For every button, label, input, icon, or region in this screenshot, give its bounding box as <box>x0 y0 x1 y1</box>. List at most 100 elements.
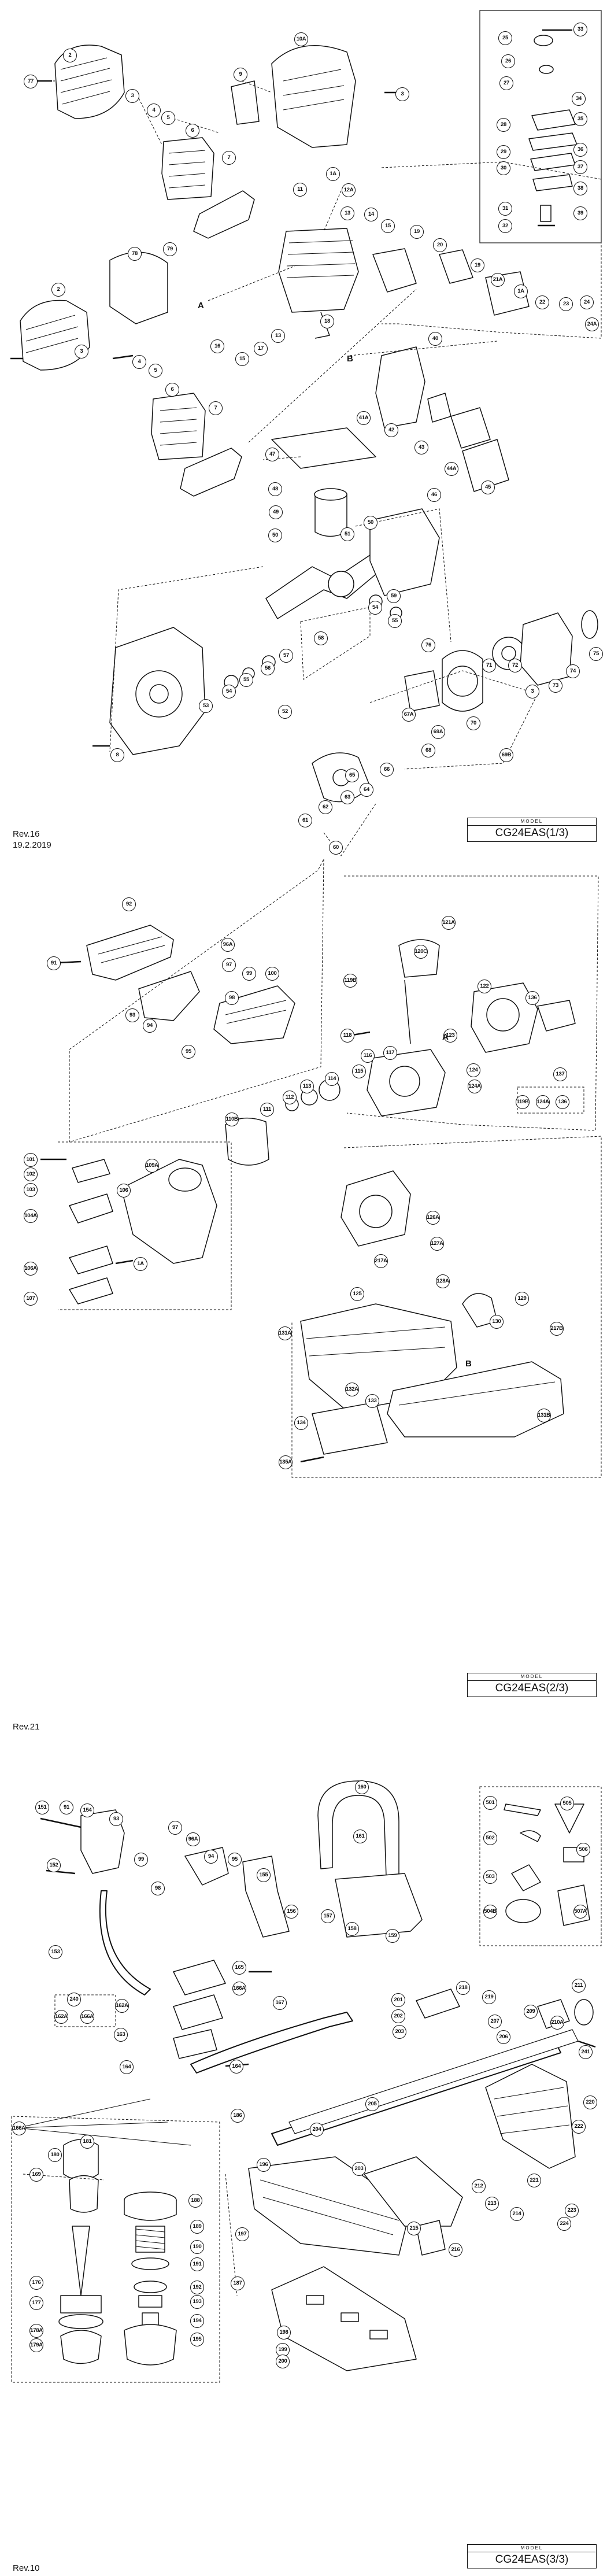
part-callout: 11 <box>293 183 307 197</box>
part-callout: 40 <box>428 332 442 346</box>
part-callout: 122 <box>478 980 491 993</box>
part-callout: 27 <box>499 76 513 90</box>
part-callout: 79 <box>163 242 177 256</box>
part-callout: 4 <box>147 104 161 117</box>
part-callout: 218 <box>456 1981 470 1995</box>
part-callout: 14 <box>364 208 378 221</box>
part-callout: 23 <box>559 297 573 311</box>
part-callout: 161 <box>353 1830 367 1843</box>
part-callout: 98 <box>225 991 239 1005</box>
part-callout: 132A <box>345 1383 359 1396</box>
part-callout: 76 <box>421 638 435 652</box>
part-callout: 7 <box>222 151 236 165</box>
part-callout: 151 <box>35 1801 49 1814</box>
part-callout: 91 <box>47 956 61 970</box>
part-callout: 19 <box>410 225 424 239</box>
part-callout: 129 <box>515 1292 529 1306</box>
part-callout: 96A <box>186 1832 200 1846</box>
part-callout: 36 <box>573 143 587 157</box>
part-callout: 59 <box>387 589 401 603</box>
model-value: CG24EAS(2/3) <box>495 1682 569 1694</box>
part-callout: 506 <box>576 1843 590 1857</box>
part-callout: 204 <box>310 2123 324 2137</box>
part-callout: 34 <box>572 92 586 106</box>
part-callout: 1A <box>134 1257 147 1271</box>
part-callout: 155 <box>257 1868 271 1882</box>
part-callout: 43 <box>414 441 428 454</box>
model-box: MODEL CG24EAS(3/3) <box>467 2544 597 2568</box>
part-callout: 131B <box>537 1409 551 1422</box>
part-callout: 164 <box>120 2060 134 2074</box>
part-callout: 50 <box>364 516 377 530</box>
part-callout: 166A <box>80 2010 94 2024</box>
part-callout: 32 <box>498 219 512 233</box>
part-callout: 46 <box>427 488 441 502</box>
part-callout: 116 <box>361 1049 375 1063</box>
part-callout: 206 <box>497 2030 510 2044</box>
part-callout: 120C <box>414 945 428 959</box>
part-callout: 99 <box>242 967 256 981</box>
part-callout: 19 <box>471 258 484 272</box>
part-callout: 41A <box>357 411 371 425</box>
part-callout: 223 <box>565 2204 579 2217</box>
part-callout: 207 <box>488 2015 502 2028</box>
part-callout: 3 <box>125 89 139 103</box>
part-callout: 178A <box>29 2324 43 2338</box>
part-callout: 157 <box>321 1909 335 1923</box>
part-callout: 203 <box>352 2162 366 2176</box>
part-callout: 211 <box>572 1979 586 1993</box>
part-callout: 152 <box>47 1858 61 1872</box>
part-callout: 48 <box>268 482 282 496</box>
part-callout: 77 <box>24 75 38 88</box>
part-callout: 102 <box>24 1167 38 1181</box>
part-callout: 167 <box>273 1996 287 2010</box>
part-callout: 166A <box>12 2122 26 2135</box>
part-callout: 6 <box>165 383 179 397</box>
part-callout: 38 <box>573 182 587 195</box>
part-callout: 1A <box>514 284 528 298</box>
part-callout: 93 <box>109 1812 123 1826</box>
part-callout: 501 <box>483 1796 497 1810</box>
reference-letter: B <box>465 1359 472 1369</box>
part-callout: 16 <box>210 339 224 353</box>
part-callout: 24A <box>585 317 599 331</box>
part-callout: 95 <box>182 1045 195 1059</box>
part-callout: 187 <box>231 2276 245 2290</box>
part-callout: 126A <box>426 1211 440 1225</box>
part-callout: 92 <box>122 897 136 911</box>
part-callout: 62 <box>319 800 332 814</box>
part-callout: 69A <box>431 725 445 739</box>
part-callout: 153 <box>49 1945 62 1959</box>
part-callout: 44A <box>445 462 458 476</box>
part-callout: 13 <box>340 206 354 220</box>
part-callout: 200 <box>276 2355 290 2368</box>
part-callout: 93 <box>125 1008 139 1022</box>
part-callout: 164 <box>230 2060 243 2074</box>
part-callout: 2 <box>63 49 77 62</box>
part-callout: 71 <box>482 659 496 672</box>
part-callout: 75 <box>589 647 603 661</box>
part-callout: 217B <box>550 1322 564 1336</box>
part-callout: 39 <box>573 206 587 220</box>
exploded-diagram-engine <box>10 10 602 856</box>
part-callout: 52 <box>278 705 292 719</box>
part-callout: 131A <box>278 1326 292 1340</box>
part-callout: 240 <box>67 1993 81 2006</box>
part-callout: 45 <box>481 481 495 494</box>
part-callout: 8 <box>110 748 124 762</box>
part-callout: 195 <box>190 2333 204 2346</box>
part-callout: 125 <box>350 1287 364 1301</box>
part-callout: 17 <box>254 342 268 356</box>
part-callout: 504B <box>483 1905 497 1919</box>
part-callout: 111 <box>260 1103 274 1117</box>
model-value: CG24EAS(3/3) <box>495 2553 569 2566</box>
part-callout: 212 <box>472 2179 486 2193</box>
part-callout: 3 <box>75 345 88 359</box>
part-callout: 24 <box>580 295 594 309</box>
part-callout: 2 <box>51 283 65 297</box>
part-callout: 55 <box>239 673 253 687</box>
part-callout: 109A <box>145 1159 159 1173</box>
part-callout: 241 <box>579 2045 593 2059</box>
part-callout: 169 <box>29 2168 43 2182</box>
model-box: MODEL CG24EAS(1/3) <box>467 818 597 842</box>
